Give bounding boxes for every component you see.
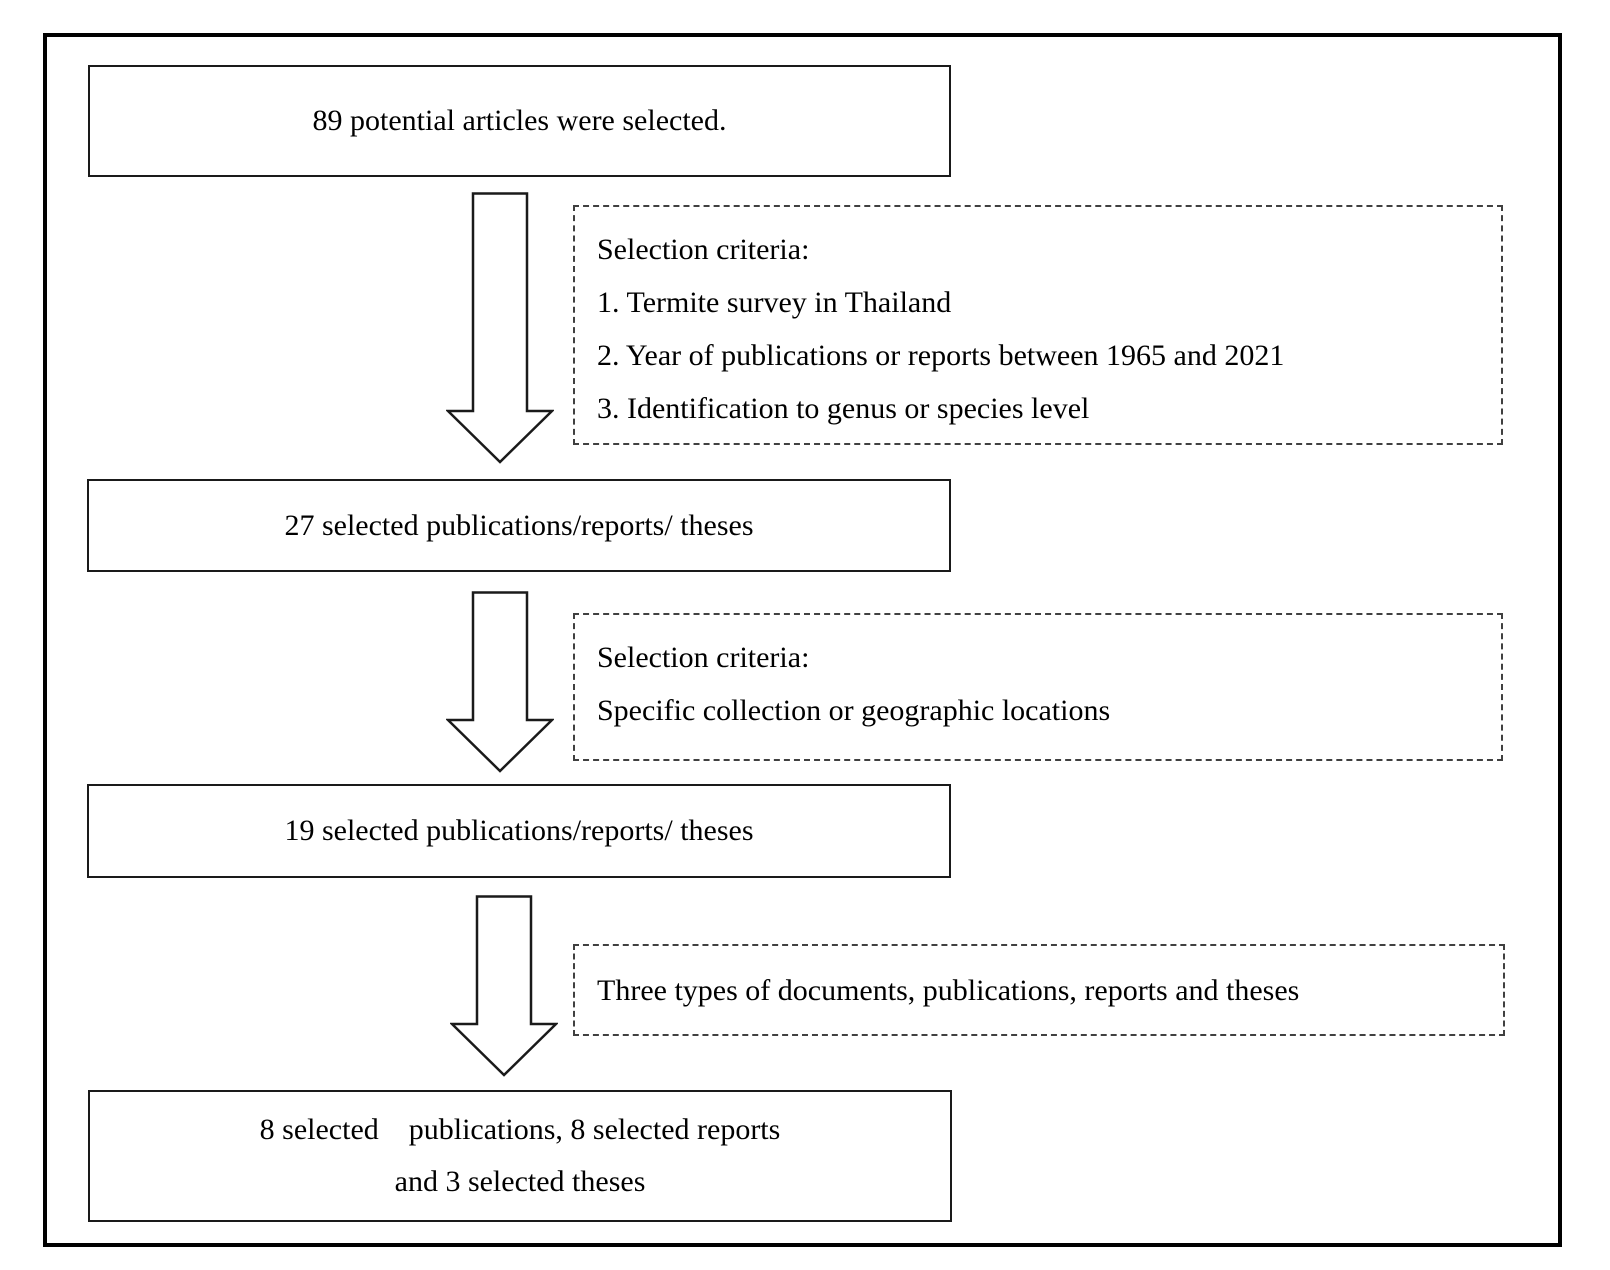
criteria-box-1: Selection criteria: 1. Termite survey in… <box>573 205 1503 445</box>
step-box-label: 27 selected publications/reports/ theses <box>284 508 754 542</box>
step-box-label: 19 selected publications/reports/ theses <box>284 814 754 848</box>
criteria-line: Specific collection or geographic locati… <box>597 694 1111 727</box>
criteria-line: 1. Termite survey in Thailand <box>597 286 952 319</box>
criteria-line: Selection criteria: <box>597 641 810 674</box>
criteria-line: Three types of documents, publications, … <box>597 973 1300 1007</box>
criteria-line: Selection criteria: <box>597 233 810 266</box>
criteria-line: 3. Identification to genus or species le… <box>597 392 1090 425</box>
step-box-27-selected: 27 selected publications/reports/ theses <box>87 479 951 572</box>
down-arrow-icon <box>444 591 556 778</box>
down-arrow-icon <box>448 895 560 1082</box>
criteria-box-2: Selection criteria: Specific collection … <box>573 613 1503 761</box>
criteria-box-3: Three types of documents, publications, … <box>573 944 1505 1036</box>
step-box-label-line: 8 selected publications, 8 selected repo… <box>259 1113 781 1146</box>
step-box-label-line: and 3 selected theses <box>394 1165 646 1198</box>
step-box-label: 89 potential articles were selected. <box>312 104 727 138</box>
figure-outer-border <box>43 33 1562 1247</box>
step-box-potential-articles: 89 potential articles were selected. <box>88 65 951 177</box>
step-box-final-selection: 8 selected publications, 8 selected repo… <box>88 1090 952 1222</box>
step-box-19-selected: 19 selected publications/reports/ theses <box>87 784 951 878</box>
criteria-line: 2. Year of publications or reports betwe… <box>597 339 1285 372</box>
down-arrow-icon <box>444 192 556 469</box>
